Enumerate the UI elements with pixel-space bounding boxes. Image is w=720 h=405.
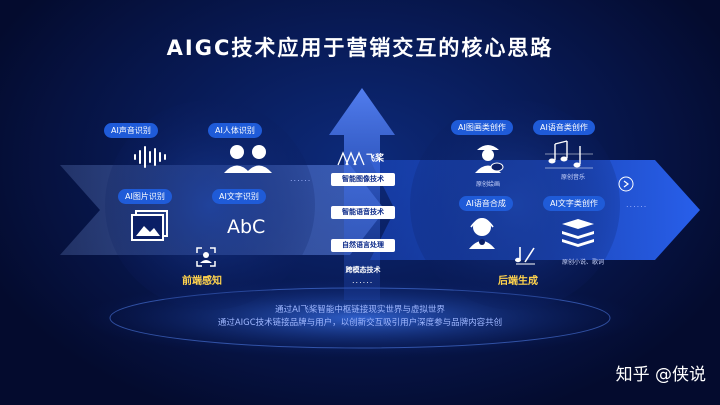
pill-ai-sound-recognition: AI声音识别 bbox=[104, 123, 158, 138]
watermark: 知乎 @侠说 bbox=[615, 365, 706, 385]
bottom-line-1: 通过AI飞桨智能中枢链接现实世界与虚拟世界 bbox=[275, 305, 445, 315]
next-arrow-icon bbox=[618, 176, 634, 192]
headset-icon bbox=[469, 218, 495, 249]
painter-icon bbox=[475, 145, 504, 173]
paddle-logo-icon bbox=[337, 151, 365, 166]
people-icon bbox=[224, 145, 272, 173]
abc-text-icon: AbC bbox=[227, 216, 266, 238]
tech-image: 智能图像技术 bbox=[331, 173, 395, 186]
caption-original-music: 原创音乐 bbox=[561, 174, 586, 181]
page-title: AIGC技术应用于营销交互的核心思路 bbox=[166, 36, 554, 60]
tech-cross-modal: 跨模态技术 bbox=[345, 266, 381, 274]
section-label-front-end: 前端感知 bbox=[182, 276, 222, 287]
pill-ai-body-recognition: AI人体识别 bbox=[208, 123, 262, 138]
scan-person-icon bbox=[196, 247, 216, 267]
books-icon bbox=[562, 219, 594, 247]
pill-ai-text-recognition: AI文字识别 bbox=[212, 189, 266, 204]
section-label-back-end: 后端生成 bbox=[498, 276, 538, 287]
pill-ai-painting-creation: AI图画类创作 bbox=[451, 120, 513, 135]
left-dots: ...... bbox=[290, 174, 312, 183]
pill-ai-image-recognition: AI图片识别 bbox=[118, 189, 172, 204]
center-dots: ...... bbox=[352, 276, 374, 285]
paddle-logo-text: 飞桨 bbox=[366, 154, 385, 164]
caption-original-painting: 原创绘画 bbox=[476, 181, 501, 188]
pill-ai-voice-creation: AI语音类创作 bbox=[533, 120, 595, 135]
music-note-pen-icon bbox=[515, 247, 535, 265]
tech-nlp: 自然语言处理 bbox=[331, 239, 395, 252]
bottom-line-2: 通过AIGC技术链接品牌与用户，以创新交互吸引用户深度参与品牌内容共创 bbox=[217, 318, 503, 328]
pill-ai-speech-synthesis: AI语音合成 bbox=[459, 196, 513, 211]
caption-original-novel-lyrics: 原创小说、歌词 bbox=[562, 259, 605, 266]
sound-wave-icon bbox=[134, 146, 166, 168]
pill-ai-text-creation: AI文字类创作 bbox=[543, 196, 605, 211]
image-icon bbox=[131, 210, 168, 241]
right-dots: ...... bbox=[626, 200, 648, 209]
music-notes-icon bbox=[545, 140, 593, 169]
tech-speech: 智能语音技术 bbox=[331, 206, 395, 219]
